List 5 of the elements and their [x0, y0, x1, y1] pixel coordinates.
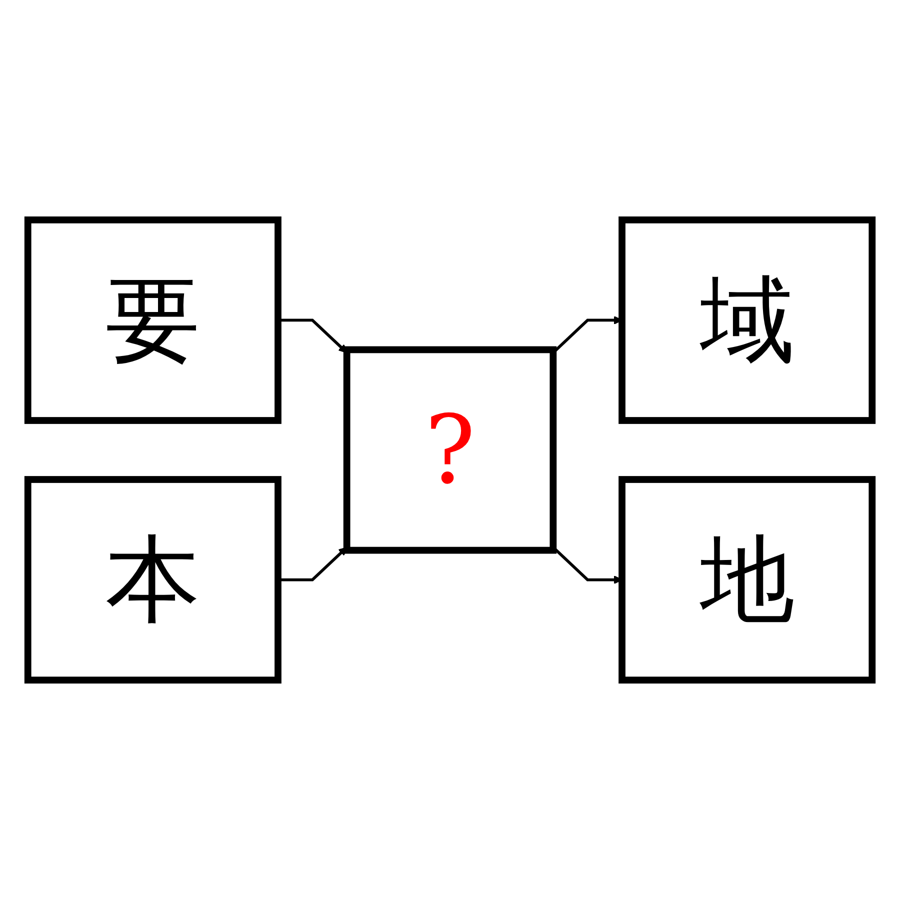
node-box: ?: [343, 346, 557, 554]
node-box: 域: [618, 216, 876, 424]
node-box: 本: [24, 476, 282, 684]
node-box: 地: [618, 476, 876, 684]
node-box: 要: [24, 216, 282, 424]
